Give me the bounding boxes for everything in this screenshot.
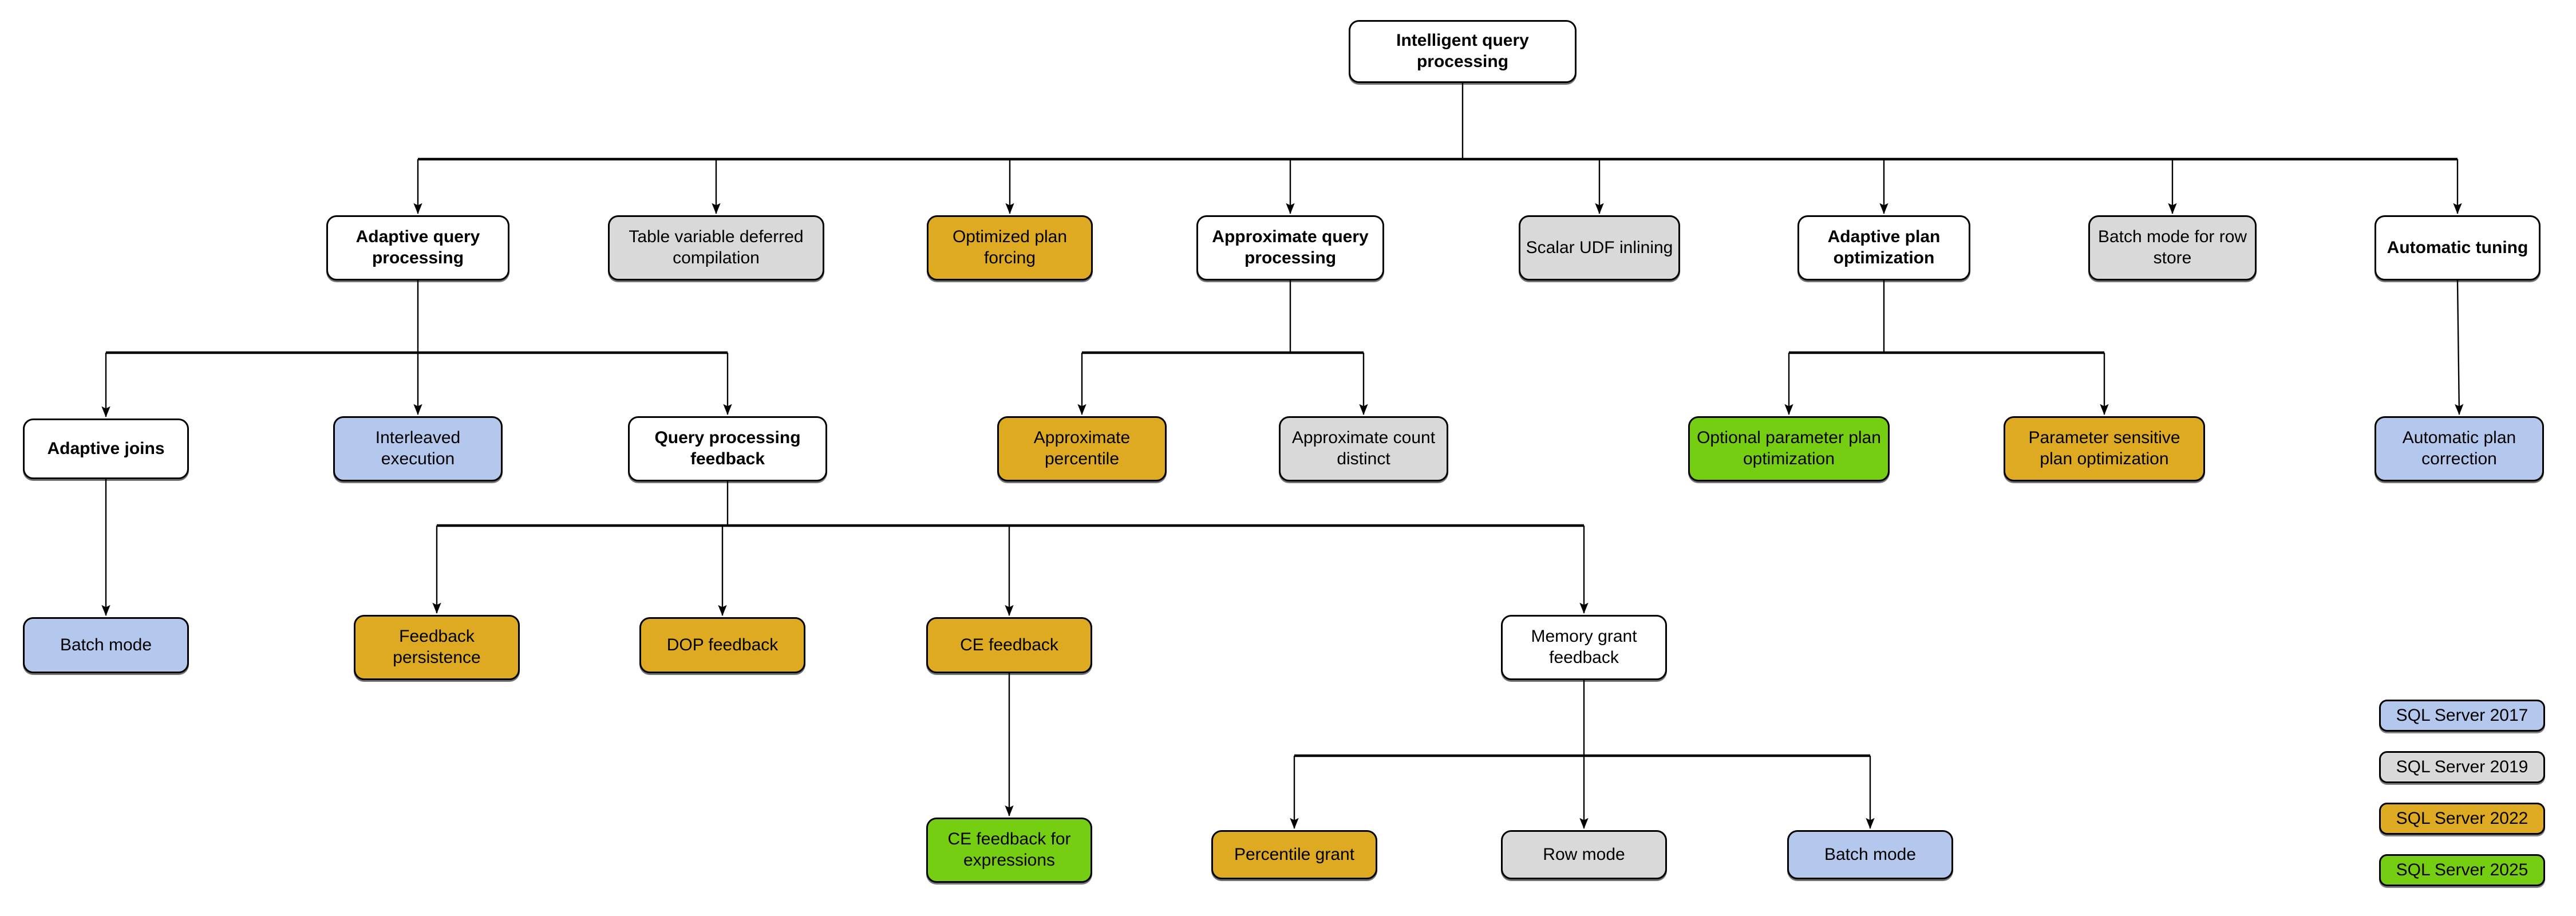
node-ie[interactable]: Interleaved execution bbox=[333, 416, 503, 481]
node-label: Parameter sensitive plan optimization bbox=[2028, 428, 2180, 468]
node-label: Intelligent query processing bbox=[1396, 31, 1529, 71]
legend-label: SQL Server 2025 bbox=[2396, 860, 2528, 879]
node-label: CE feedback for expressions bbox=[947, 830, 1071, 870]
node-label: Batch mode bbox=[60, 635, 152, 654]
node-label: Batch mode for row store bbox=[2097, 227, 2247, 267]
node-root[interactable]: Intelligent query processing bbox=[1349, 20, 1577, 83]
node-oppo[interactable]: Optional parameter plan optimization bbox=[1688, 416, 1890, 481]
node-pg[interactable]: Percentile grant bbox=[1211, 830, 1377, 879]
node-label: Table variable deferred compilation bbox=[629, 227, 804, 267]
node-label: Row mode bbox=[1543, 844, 1625, 864]
node-label: Approximate count distinct bbox=[1291, 428, 1436, 468]
node-label: Adaptive joins bbox=[47, 439, 165, 458]
legend-label: SQL Server 2022 bbox=[2396, 809, 2528, 828]
node-bmrs[interactable]: Batch mode for row store bbox=[2088, 215, 2257, 281]
node-label: Optimized plan forcing bbox=[952, 227, 1068, 267]
node-apc[interactable]: Automatic plan correction bbox=[2374, 416, 2544, 481]
node-label: Interleaved execution bbox=[375, 428, 461, 468]
node-label: Percentile grant bbox=[1234, 844, 1355, 864]
legend-label: SQL Server 2019 bbox=[2396, 757, 2528, 776]
node-ce[interactable]: CE feedback bbox=[926, 617, 1092, 673]
node-at[interactable]: Automatic tuning bbox=[2374, 215, 2541, 281]
node-label: Optional parameter plan optimization bbox=[1697, 428, 1881, 468]
legend-label: SQL Server 2017 bbox=[2396, 706, 2528, 725]
node-label: Batch mode bbox=[1824, 844, 1917, 864]
node-ap[interactable]: Approximate percentile bbox=[997, 416, 1167, 481]
node-label: Adaptive plan optimization bbox=[1827, 227, 1941, 267]
node-pspo[interactable]: Parameter sensitive plan optimization bbox=[2004, 416, 2205, 481]
node-label: Approximate query processing bbox=[1212, 227, 1369, 267]
node-label: Query processing feedback bbox=[654, 428, 801, 468]
node-cefe[interactable]: CE feedback for expressions bbox=[926, 818, 1092, 883]
node-aqp[interactable]: Adaptive query processing bbox=[326, 215, 509, 281]
legend-item-sql-server-2022: SQL Server 2022 bbox=[2379, 803, 2545, 835]
node-bm2[interactable]: Batch mode bbox=[1787, 830, 1953, 879]
legend-item-sql-server-2019: SQL Server 2019 bbox=[2379, 751, 2545, 783]
node-mgf[interactable]: Memory grant feedback bbox=[1501, 615, 1667, 680]
node-label: Feedback persistence bbox=[393, 627, 481, 667]
node-label: Memory grant feedback bbox=[1531, 627, 1637, 667]
node-label: Approximate percentile bbox=[1033, 428, 1131, 468]
node-approx[interactable]: Approximate query processing bbox=[1196, 215, 1384, 281]
node-label: Automatic tuning bbox=[2387, 238, 2528, 257]
node-label: Scalar UDF inlining bbox=[1526, 238, 1673, 257]
node-bm1[interactable]: Batch mode bbox=[23, 617, 189, 673]
node-label: DOP feedback bbox=[666, 635, 779, 654]
node-fp[interactable]: Feedback persistence bbox=[354, 615, 520, 680]
node-label: Automatic plan correction bbox=[2402, 428, 2516, 468]
node-label: Adaptive query processing bbox=[355, 227, 480, 267]
node-opf[interactable]: Optimized plan forcing bbox=[927, 215, 1093, 281]
node-qpf[interactable]: Query processing feedback bbox=[628, 416, 827, 481]
node-sudf[interactable]: Scalar UDF inlining bbox=[1519, 215, 1680, 281]
node-rm[interactable]: Row mode bbox=[1501, 830, 1667, 879]
legend-item-sql-server-2025: SQL Server 2025 bbox=[2379, 854, 2545, 886]
node-apo[interactable]: Adaptive plan optimization bbox=[1797, 215, 1970, 281]
legend-item-sql-server-2017: SQL Server 2017 bbox=[2379, 700, 2545, 732]
node-dop[interactable]: DOP feedback bbox=[639, 617, 805, 673]
node-aj[interactable]: Adaptive joins bbox=[23, 418, 189, 479]
node-label: CE feedback bbox=[960, 635, 1058, 654]
node-tvdc[interactable]: Table variable deferred compilation bbox=[608, 215, 824, 281]
node-acd[interactable]: Approximate count distinct bbox=[1279, 416, 1448, 481]
